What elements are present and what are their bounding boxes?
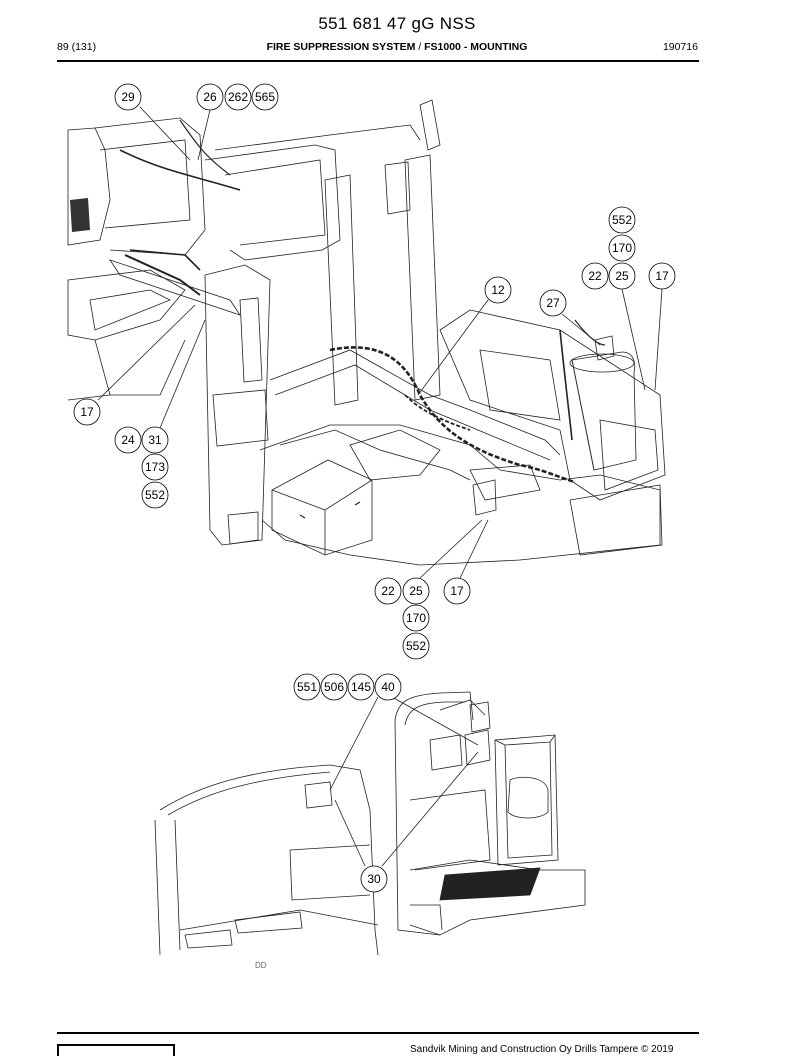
- callout-17-lower: 17: [443, 577, 471, 605]
- callout-balloons: 29 26 262 565 552 170 22 25: [73, 83, 676, 893]
- svg-text:262: 262: [228, 90, 248, 104]
- cabin-drawing: [154, 691, 586, 956]
- callout-170-lower: 170: [402, 604, 430, 632]
- callout-29: 29: [114, 83, 142, 111]
- svg-text:27: 27: [546, 296, 560, 310]
- svg-text:17: 17: [450, 584, 464, 598]
- callout-24: 24: [114, 426, 142, 454]
- page-number: 89 (131): [57, 41, 97, 53]
- document-title: 551 681 47 gG NSS: [318, 14, 476, 33]
- callout-506: 506: [320, 673, 348, 701]
- footer-rule: [57, 1032, 699, 1034]
- callout-40: 40: [374, 673, 402, 701]
- svg-text:145: 145: [351, 680, 371, 694]
- section-separator: /: [418, 41, 422, 53]
- svg-text:170: 170: [612, 241, 632, 255]
- callout-22-upper: 22: [581, 262, 609, 290]
- svg-text:552: 552: [145, 488, 165, 502]
- callout-27: 27: [539, 289, 567, 317]
- section-heading: FIRE SUPPRESSION SYSTEM / FS1000 - MOUNT…: [0, 41, 794, 53]
- callout-565: 565: [251, 83, 279, 111]
- callout-551: 551: [293, 673, 321, 701]
- callout-25-lower: 25: [402, 577, 430, 605]
- svg-text:170: 170: [406, 611, 426, 625]
- svg-text:24: 24: [121, 433, 135, 447]
- footer-copyright: Sandvik Mining and Construction Oy Drill…: [410, 1044, 674, 1055]
- callout-17-right: 17: [648, 262, 676, 290]
- subsection-name: FS1000 - MOUNTING: [424, 41, 528, 53]
- svg-text:12: 12: [491, 283, 505, 297]
- callout-552-upper: 552: [608, 206, 636, 234]
- callout-31: 31: [141, 426, 169, 454]
- svg-text:173: 173: [145, 460, 165, 474]
- callout-262: 262: [224, 83, 252, 111]
- leader-lines: [97, 106, 663, 867]
- svg-text:31: 31: [148, 433, 162, 447]
- parts-drawing: 29 26 262 565 552 170 22 25: [67, 83, 676, 956]
- drawing-code: DD: [255, 961, 267, 970]
- brand-logo-icon: [57, 1044, 175, 1056]
- section-name: FIRE SUPPRESSION SYSTEM: [266, 41, 416, 53]
- callout-552-lower: 552: [402, 632, 430, 660]
- svg-text:25: 25: [615, 269, 629, 283]
- callout-173: 173: [141, 453, 169, 481]
- svg-text:29: 29: [121, 90, 135, 104]
- svg-text:17: 17: [80, 405, 94, 419]
- callout-26: 26: [196, 83, 224, 111]
- callout-25-upper: 25: [608, 262, 636, 290]
- svg-text:506: 506: [324, 680, 344, 694]
- callout-170-upper: 170: [608, 234, 636, 262]
- svg-text:26: 26: [203, 90, 217, 104]
- svg-text:552: 552: [612, 213, 632, 227]
- callout-30: 30: [360, 865, 388, 893]
- svg-text:551: 551: [297, 680, 317, 694]
- carrier-frame-drawing: [67, 99, 666, 566]
- svg-text:22: 22: [588, 269, 602, 283]
- callout-22-lower: 22: [374, 577, 402, 605]
- svg-text:552: 552: [406, 639, 426, 653]
- svg-text:40: 40: [381, 680, 395, 694]
- callout-12: 12: [484, 276, 512, 304]
- callout-552-left: 552: [141, 481, 169, 509]
- svg-text:22: 22: [381, 584, 395, 598]
- svg-text:565: 565: [255, 90, 275, 104]
- callout-145: 145: [347, 673, 375, 701]
- callout-17-left: 17: [73, 398, 101, 426]
- svg-text:30: 30: [367, 872, 381, 886]
- svg-text:17: 17: [655, 269, 669, 283]
- revision-date: 190716: [662, 41, 698, 53]
- svg-text:25: 25: [409, 584, 423, 598]
- header-rule: [57, 60, 699, 62]
